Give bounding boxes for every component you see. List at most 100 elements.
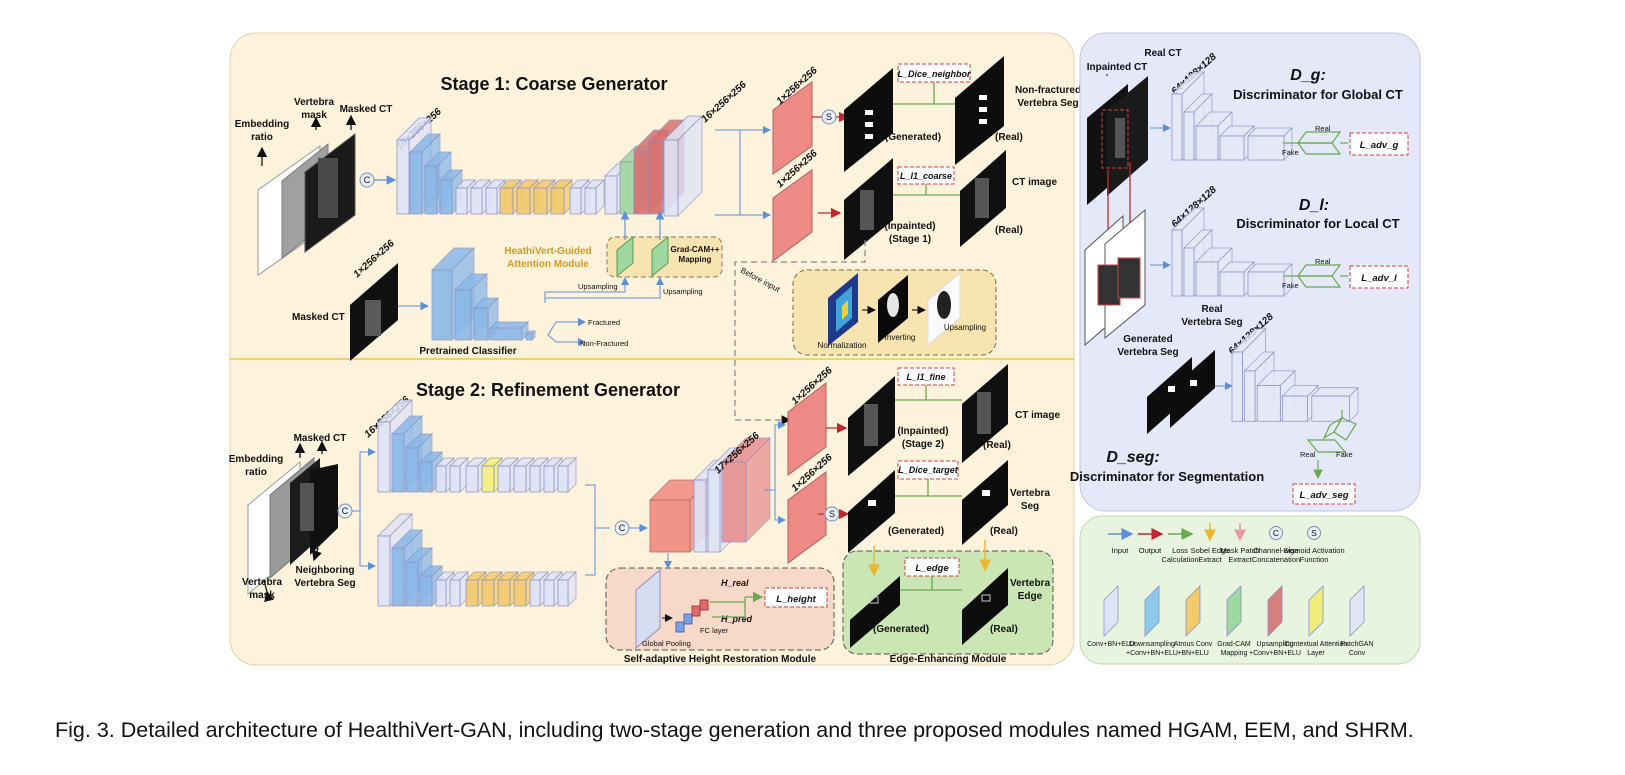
classifier-block	[489, 321, 529, 341]
dg-symbol: D_g:	[1290, 67, 1326, 84]
classifier-block	[525, 330, 536, 341]
stage2-real-seg-image	[962, 460, 1008, 545]
loss-dice-neighbor: L_Dice_neighbor	[897, 69, 971, 79]
stage2-decoder-blocks	[649, 437, 771, 553]
preprocess-upsampling: Upsampling	[944, 323, 986, 332]
stage1-real-ct-label: (Real)	[995, 225, 1023, 236]
stage1-title: Stage 1: Coarse Generator	[440, 74, 667, 94]
classifier-label: Pretrained Classifier	[419, 346, 516, 357]
stage1-conv-block	[584, 179, 605, 215]
stage1-encoder-blocks	[396, 115, 703, 217]
loss-adv-l-box	[1349, 265, 1409, 289]
shrm-fc-layer: FC layer	[700, 626, 729, 635]
shrm-h-pred: H_pred	[721, 614, 753, 624]
loss-adv-g-box	[1349, 132, 1409, 156]
stage1-ct-caption: CT image	[1012, 177, 1057, 188]
dseg-patchgan-blocks	[1231, 327, 1359, 423]
stage2-conv-block	[449, 457, 469, 493]
dl-symbol: D_l:	[1299, 197, 1329, 214]
stage2-conv-block	[449, 571, 469, 607]
loss-adv-seg: L_adv_seg	[1299, 490, 1348, 501]
legend-block-item: Conv+BN+ELU	[1087, 585, 1135, 648]
stage2-ct-caption: CT image	[1015, 410, 1060, 421]
stage2-real-ct-label: (Real)	[983, 440, 1011, 451]
loss-height: L_height	[776, 594, 816, 605]
stage1-conv-block	[663, 115, 703, 217]
dg-patchgan-blocks	[1171, 71, 1293, 161]
loss-dice-target: L_Dice_target	[898, 465, 959, 475]
legend-block-item: Atrous Conv+BN+ELU	[1174, 585, 1213, 657]
stage2-seg-output-map	[787, 471, 827, 564]
stage1-seg-output-map	[772, 81, 813, 175]
svg-text:S: S	[829, 509, 835, 519]
legend-block-row: Conv+BN+ELUDownsampling+Conv+BN+ELUAtrou…	[1087, 585, 1374, 657]
svg-text:S: S	[1311, 528, 1317, 538]
legend-block-item: Downsampling+Conv+BN+ELU	[1126, 585, 1178, 657]
stage2-conv-block	[557, 457, 577, 493]
pretrained-classifier-blocks	[431, 247, 536, 341]
dg-title: Discriminator for Global CT	[1233, 87, 1403, 102]
stage1-generated-label: (Generated)	[885, 132, 941, 143]
legend-arrow-item: Output	[1138, 528, 1164, 555]
shrm-title: Self-adaptive Height Restoration Module	[624, 654, 817, 665]
legend-block-item: Upsampling+Conv+BN+ELU	[1249, 585, 1301, 657]
stage2-generated-seg-image	[848, 470, 895, 553]
eem-generated-edge-image	[850, 576, 900, 648]
hgam-gradcam-label: Grad-CAM++Mapping	[671, 245, 720, 264]
patchgan-block	[1310, 386, 1359, 423]
svg-text:C: C	[619, 523, 626, 533]
shrm-global-pooling: Global Pooling	[642, 639, 691, 648]
stage2-up-block	[721, 437, 771, 543]
preprocess-inverting: Inverting	[885, 333, 916, 342]
dseg-fake-out: Fake	[1336, 450, 1353, 459]
stage2-generated-label: (Generated)	[888, 526, 944, 537]
loss-edge: L_edge	[915, 563, 949, 574]
stage2-maskedct-label: Masked CT	[294, 433, 347, 444]
preprocess-normalization: Normalization	[818, 341, 867, 350]
eem-generated-label: (Generated)	[873, 624, 929, 635]
stage1-input-stack	[256, 114, 357, 276]
dg-real-label: Real CT	[1144, 48, 1181, 59]
dg-inpainted-label: Inpainted CT	[1087, 62, 1148, 73]
legend-block-label: Downsampling+Conv+BN+ELU	[1126, 641, 1178, 657]
dseg-symbol: D_seg:	[1106, 449, 1159, 466]
stage2-input-stack	[247, 440, 338, 603]
stage2-real-seg-label: (Real)	[990, 526, 1018, 537]
legend-arrow-label: Input	[1112, 546, 1130, 555]
loss-adv-l: L_adv_l	[1361, 273, 1397, 284]
classifier-non-fractured: Non-Fractured	[580, 339, 628, 348]
figure-caption: Fig. 3. Detailed architecture of Healthi…	[55, 718, 1414, 742]
stage1-maskedct-label: Masked CT	[340, 104, 393, 115]
classifier-fractured: Fractured	[588, 318, 620, 327]
legend-arrow-item: Input	[1108, 528, 1134, 555]
dg-real-out: Real	[1315, 124, 1331, 133]
stage2-encoder-blocks	[377, 399, 577, 607]
eem-title: Edge-Enhancing Module	[890, 654, 1007, 665]
shrm-h-real: H_real	[721, 578, 749, 588]
dseg-generated-seg	[1147, 357, 1192, 434]
svg-text:S: S	[826, 112, 832, 122]
loss-adv-g: L_adv_g	[1360, 140, 1399, 151]
